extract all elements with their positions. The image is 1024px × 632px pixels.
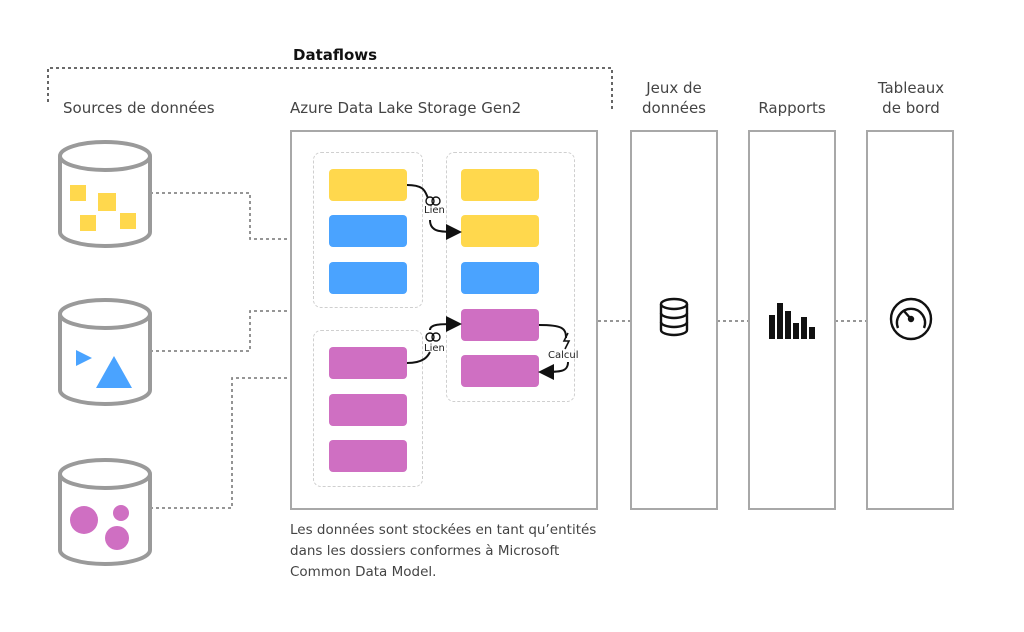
entity-group-top-left — [313, 152, 423, 308]
datasets-label-line1: Jeux de — [646, 79, 702, 97]
source-cylinder-3 — [58, 458, 152, 566]
sources-label: Sources de données — [63, 99, 215, 117]
dataflows-title: Dataflows — [293, 46, 378, 64]
entity-group-right — [446, 152, 575, 402]
compute-label: Calcul — [548, 350, 579, 361]
entity-pink-1 — [329, 347, 407, 379]
compute-arrow-end — [538, 361, 569, 380]
entity-pink-2 — [329, 394, 407, 426]
entity-group-bottom-left — [313, 330, 423, 487]
datasets-column — [630, 130, 718, 510]
link-arrow-2-end — [429, 316, 462, 333]
storage-note: Les données sont stockées en tant qu’ent… — [290, 520, 596, 583]
dashboard-gauge-icon — [889, 297, 933, 341]
database-icon — [659, 297, 689, 337]
dashboards-label-line2: de bord — [882, 99, 940, 117]
connector-source-3 — [150, 377, 290, 509]
link-arrow-2-start — [406, 351, 431, 364]
link-label-2: Lien — [424, 343, 445, 354]
azure-label: Azure Data Lake Storage Gen2 — [290, 99, 522, 117]
dashboards-label-line1: Tableaux — [877, 79, 945, 97]
reports-label: Rapports — [758, 99, 826, 117]
entity-yellow-1 — [329, 169, 407, 201]
entity-yellow-3 — [461, 215, 539, 247]
datasets-label-line2: données — [642, 99, 706, 117]
entity-pink-3 — [329, 440, 407, 472]
storage-note-line3: Common Data Model. — [290, 564, 437, 580]
storage-note-line2: dans les dossiers conformes à Microsoft — [290, 543, 560, 559]
dataflows-bracket — [47, 67, 613, 112]
entity-yellow-2 — [461, 169, 539, 201]
entity-blue-2 — [329, 262, 407, 294]
entity-blue-3 — [461, 262, 539, 294]
bar-chart-icon — [769, 303, 815, 339]
link-icon — [425, 196, 441, 206]
source-cylinder-2 — [58, 298, 152, 406]
connector-source-2 — [150, 310, 290, 352]
lightning-icon — [562, 332, 571, 350]
entity-blue-1 — [329, 215, 407, 247]
datasets-label: Jeux de données — [630, 78, 718, 118]
storage-note-line1: Les données sont stockées en tant qu’ent… — [290, 522, 597, 538]
entity-pink-4 — [461, 309, 539, 341]
link-label-1: Lien — [424, 205, 445, 216]
link-arrow-1-start — [406, 184, 429, 199]
reports-column — [748, 130, 836, 510]
source-cylinder-1 — [58, 140, 152, 248]
link-icon — [425, 332, 441, 342]
dashboards-label: Tableaux de bord — [866, 78, 956, 118]
connector-source-1 — [150, 192, 290, 240]
link-arrow-1-end — [429, 219, 462, 240]
entity-pink-5 — [461, 355, 539, 387]
